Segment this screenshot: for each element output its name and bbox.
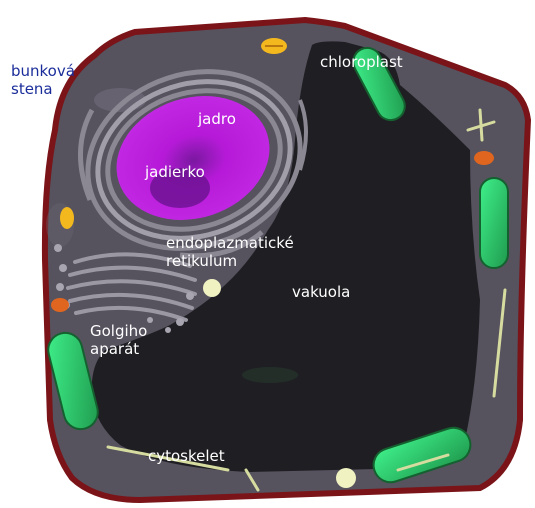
label-cell-wall: bunková stena xyxy=(11,62,75,98)
label-er-line2: retikulum xyxy=(166,252,294,270)
label-nucleus: jadro xyxy=(198,110,236,128)
label-er-line1: endoplazmatické xyxy=(166,234,294,252)
label-golgi: Golgiho aparát xyxy=(90,322,147,358)
label-cell-wall-line2: stena xyxy=(11,80,75,98)
label-cell-wall-line1: bunková xyxy=(11,62,75,80)
label-cytoskeleton: cytoskelet xyxy=(148,447,225,465)
label-chloroplast: chloroplast xyxy=(320,53,403,71)
label-golgi-line1: Golgiho xyxy=(90,322,147,340)
label-golgi-line2: aparát xyxy=(90,340,147,358)
label-er: endoplazmatické retikulum xyxy=(166,234,294,270)
label-vacuole: vakuola xyxy=(292,283,350,301)
label-nucleolus: jadierko xyxy=(145,163,205,181)
